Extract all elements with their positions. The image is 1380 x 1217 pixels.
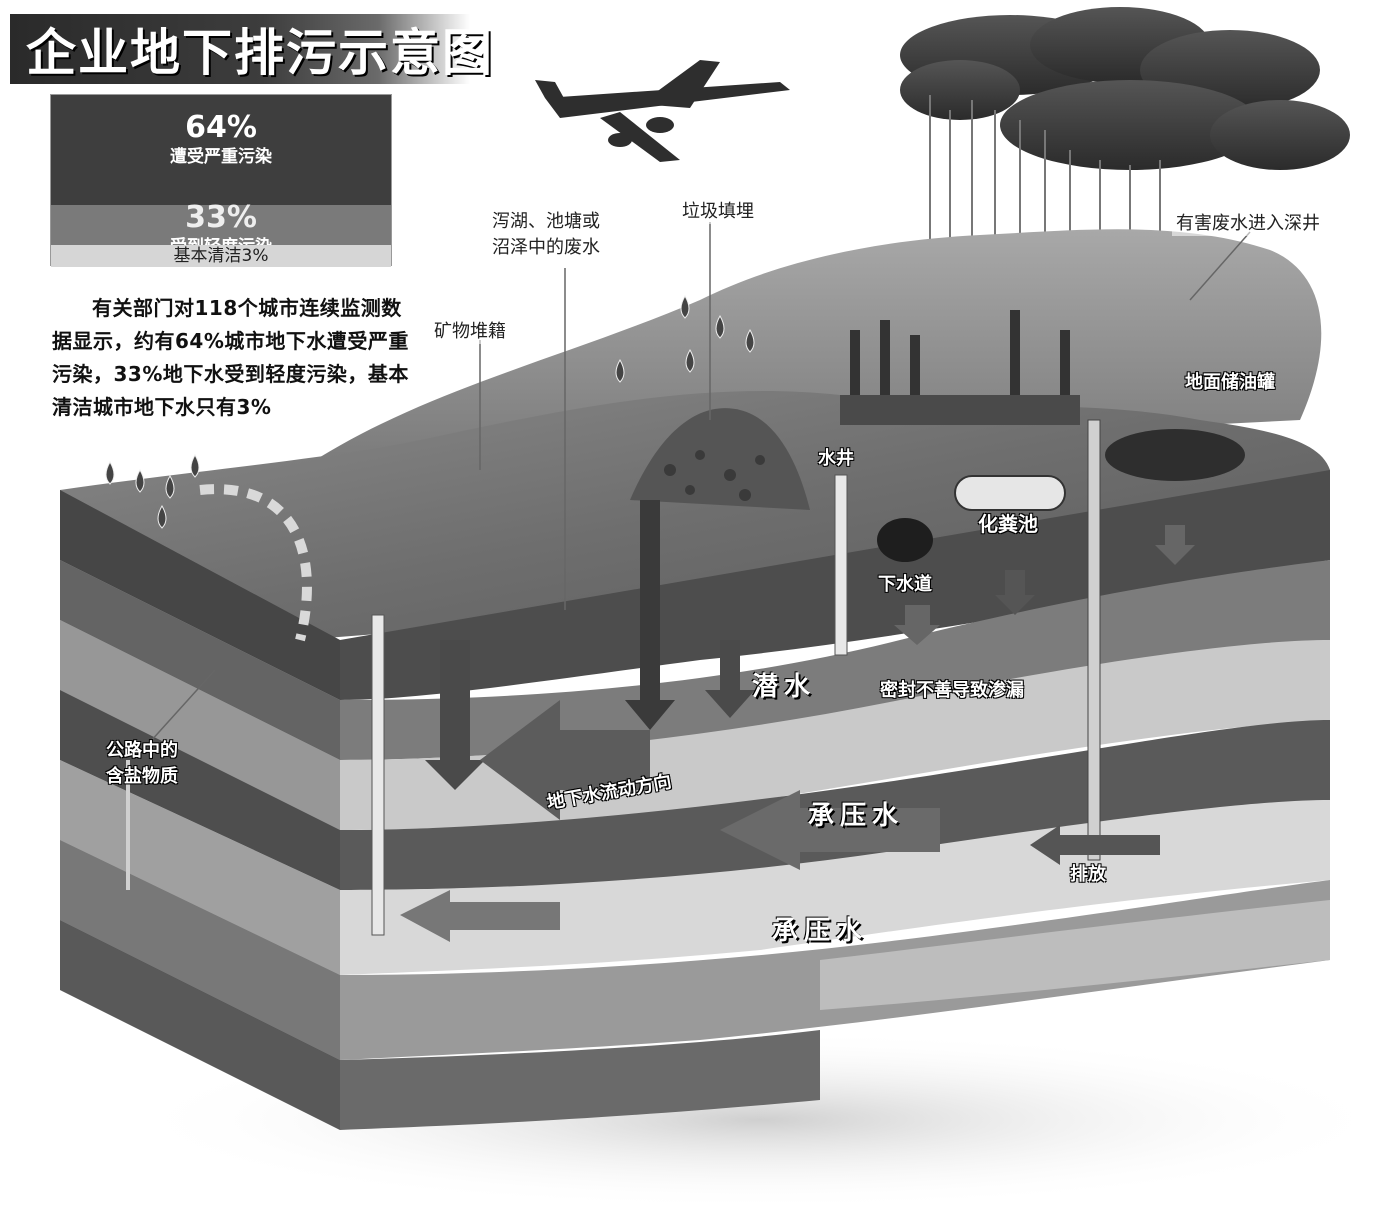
wells <box>126 419 1101 936</box>
label-deep-well: 有害废水进入深井 <box>1172 208 1324 236</box>
stat-severe-pct: 64% <box>185 110 257 145</box>
label-lake-line2: 沼泽中的废水 <box>492 237 600 258</box>
landfill-heap <box>630 408 810 510</box>
description-paragraph: 有关部门对118个城市连续监测数据显示，约有64%城市地下水遭受严重污染，33%… <box>52 296 409 419</box>
label-landfill: 垃圾填埋 <box>678 196 758 224</box>
label-septic: 化粪池 <box>978 512 1038 536</box>
sewer-pipe-icon <box>877 518 933 562</box>
label-confined-1: 承压水 <box>808 801 905 831</box>
label-road-line1: 公路中的 <box>106 740 178 761</box>
stat-severe-label: 遭受严重污染 <box>170 147 272 167</box>
page-title: 企业地下排污示意图 <box>26 24 494 82</box>
oil-tank-icon <box>1105 429 1245 481</box>
label-sewer: 下水道 <box>878 574 932 595</box>
leader-lines <box>149 222 1251 743</box>
label-mineral: 矿物堆籍 <box>430 316 510 344</box>
stat-mild-pct: 33% <box>185 200 257 235</box>
label-lake: 泻湖、池塘或 沼泽中的废水 <box>488 208 646 262</box>
septic-tank-icon <box>954 475 1066 511</box>
title-banner: 企业地下排污示意图 <box>10 14 492 84</box>
pollution-stats-box: 64% 遭受严重污染 33% 受到轻度污染 基本清洁3% <box>50 94 392 267</box>
road <box>199 484 312 642</box>
airplane-icon <box>535 60 790 162</box>
seepage-arrows <box>425 500 1195 790</box>
flow-arrows <box>400 700 1160 942</box>
label-road-salt: 公路中的 含盐物质 <box>106 738 216 790</box>
stat-severe: 64% 遭受严重污染 <box>51 95 391 205</box>
label-road-line2: 含盐物质 <box>106 766 178 787</box>
label-seal-leak: 密封不善导致渗漏 <box>880 680 1024 701</box>
stat-clean-label: 基本清洁3% <box>51 245 391 267</box>
label-confined-2: 承压水 <box>772 916 869 946</box>
label-ground-tank: 地面储油罐 <box>1185 372 1275 393</box>
pollutant-drops <box>105 294 755 529</box>
storm-cloud <box>900 7 1350 170</box>
label-discharge: 排放 <box>1070 864 1106 885</box>
label-well: 水井 <box>818 448 854 469</box>
label-lake-line1: 泻湖、池塘或 <box>492 211 600 232</box>
label-phreatic: 潜水 <box>752 672 817 702</box>
factory <box>840 310 1080 425</box>
